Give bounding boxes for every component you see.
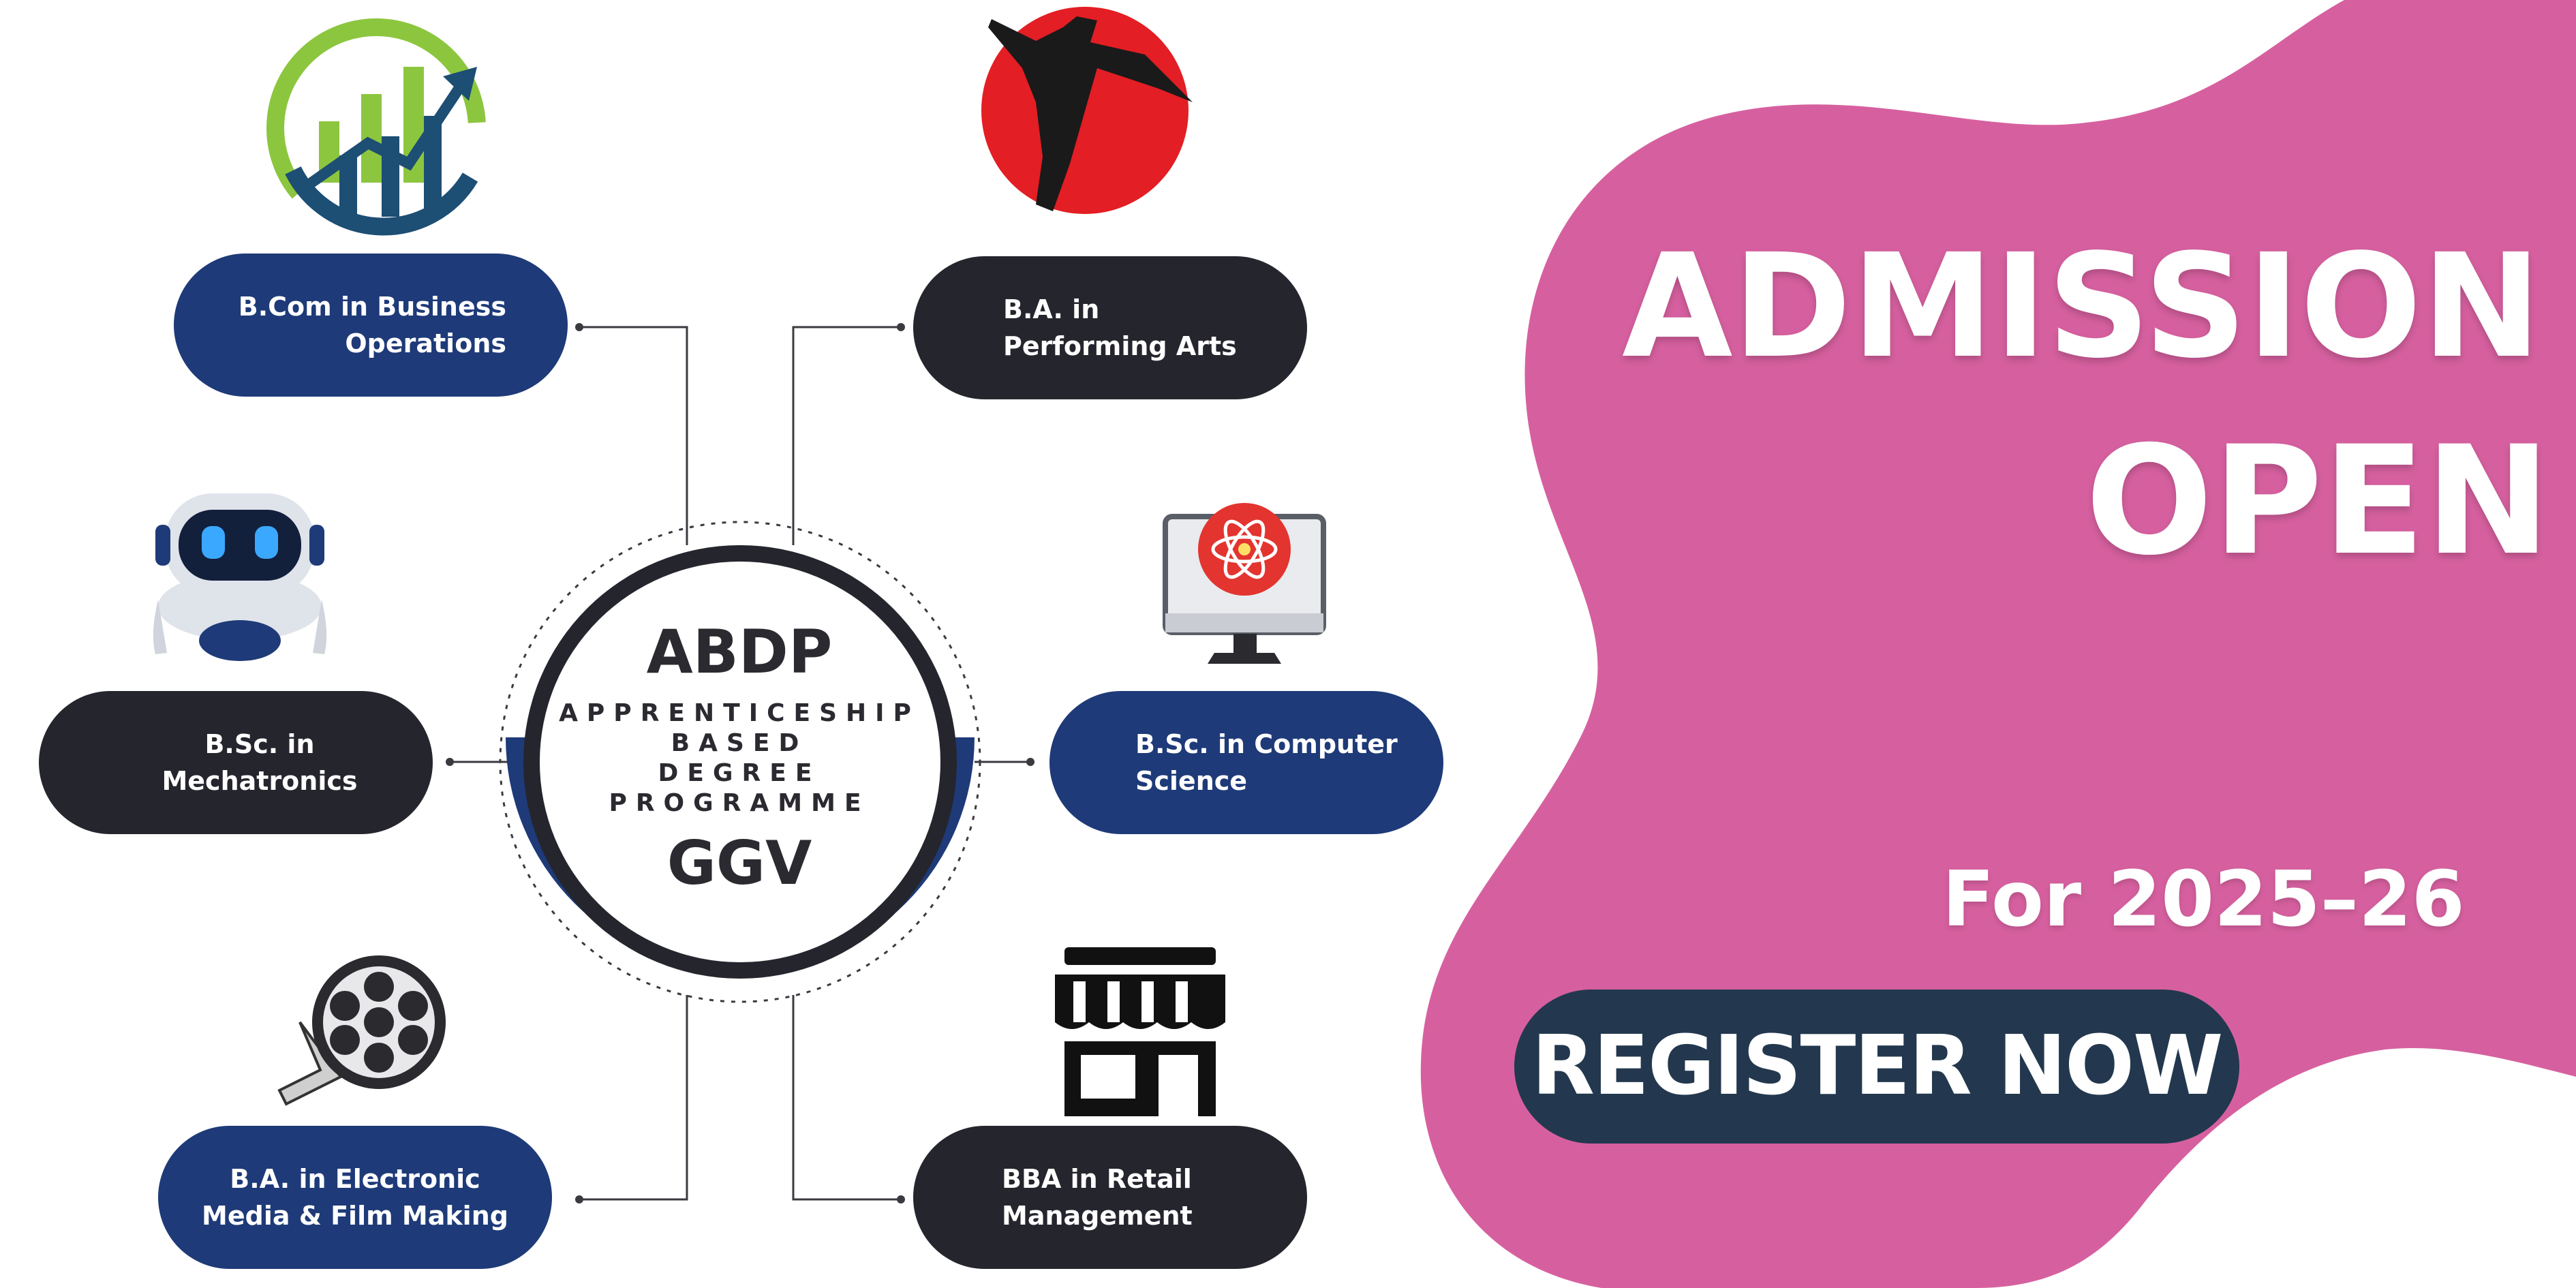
robot-icon [153, 493, 327, 661]
program-label-line: B.A. in Electronic [230, 1164, 480, 1194]
program-label-line: Operations [345, 328, 506, 358]
program-pill-bsc-computer-science[interactable]: B.Sc. in Computer Science [1049, 691, 1443, 834]
hub-subtitle-line: BASED [671, 729, 808, 757]
headline-admission: ADMISSION [1622, 223, 2542, 390]
film-reel-icon [277, 955, 446, 1106]
headline-open: OPEN [2085, 414, 2551, 588]
pink-blob-shape [1420, 0, 2576, 1288]
storefront-icon [1055, 947, 1225, 1116]
session-year: For 2025–26 [1942, 855, 2465, 944]
hub-subtitle-line: DEGREE [658, 759, 821, 787]
register-now-button[interactable]: REGISTER NOW [1514, 990, 2239, 1144]
program-label-line: BBA in Retail [1002, 1164, 1192, 1194]
program-label-line: Management [1002, 1201, 1193, 1231]
hub-emblem [499, 521, 981, 1003]
program-pill-ba-electronic-media-film[interactable]: B.A. in Electronic Media & Film Making [158, 1126, 552, 1269]
program-label-line: B.Com in Business [238, 292, 506, 322]
computer-atom-icon [1163, 503, 1326, 664]
program-label-line: B.Sc. in [204, 729, 315, 759]
hub-title: ABDP [646, 617, 833, 687]
hub-subtitle-line: PROGRAMME [609, 789, 870, 817]
growth-chart-icon [266, 18, 486, 238]
hub-subtitle-line: APPRENTICESHIP [559, 699, 920, 727]
program-label-line: Science [1135, 766, 1248, 796]
program-label-line: Performing Arts [1003, 331, 1237, 361]
hub-org: GGV [666, 828, 812, 898]
program-label-line: B.A. in [1003, 294, 1100, 324]
program-label-line: Mechatronics [162, 766, 358, 796]
connector-dots [446, 323, 1034, 1203]
program-label-line: Media & Film Making [202, 1201, 508, 1231]
connector-lines [450, 326, 1030, 1201]
program-pill-bcom-business-operations[interactable]: B.Com in Business Operations [174, 254, 568, 397]
dancer-icon [981, 7, 1193, 214]
program-pill-ba-performing-arts[interactable]: B.A. in Performing Arts [913, 256, 1307, 399]
program-pill-bba-retail-management[interactable]: BBA in Retail Management [913, 1126, 1307, 1269]
hub-subtitle: APPRENTICESHIP BASED DEGREE PROGRAMME [501, 699, 978, 818]
program-pill-bsc-mechatronics[interactable]: B.Sc. in Mechatronics [39, 691, 433, 834]
program-label-line: B.Sc. in Computer [1135, 729, 1398, 759]
